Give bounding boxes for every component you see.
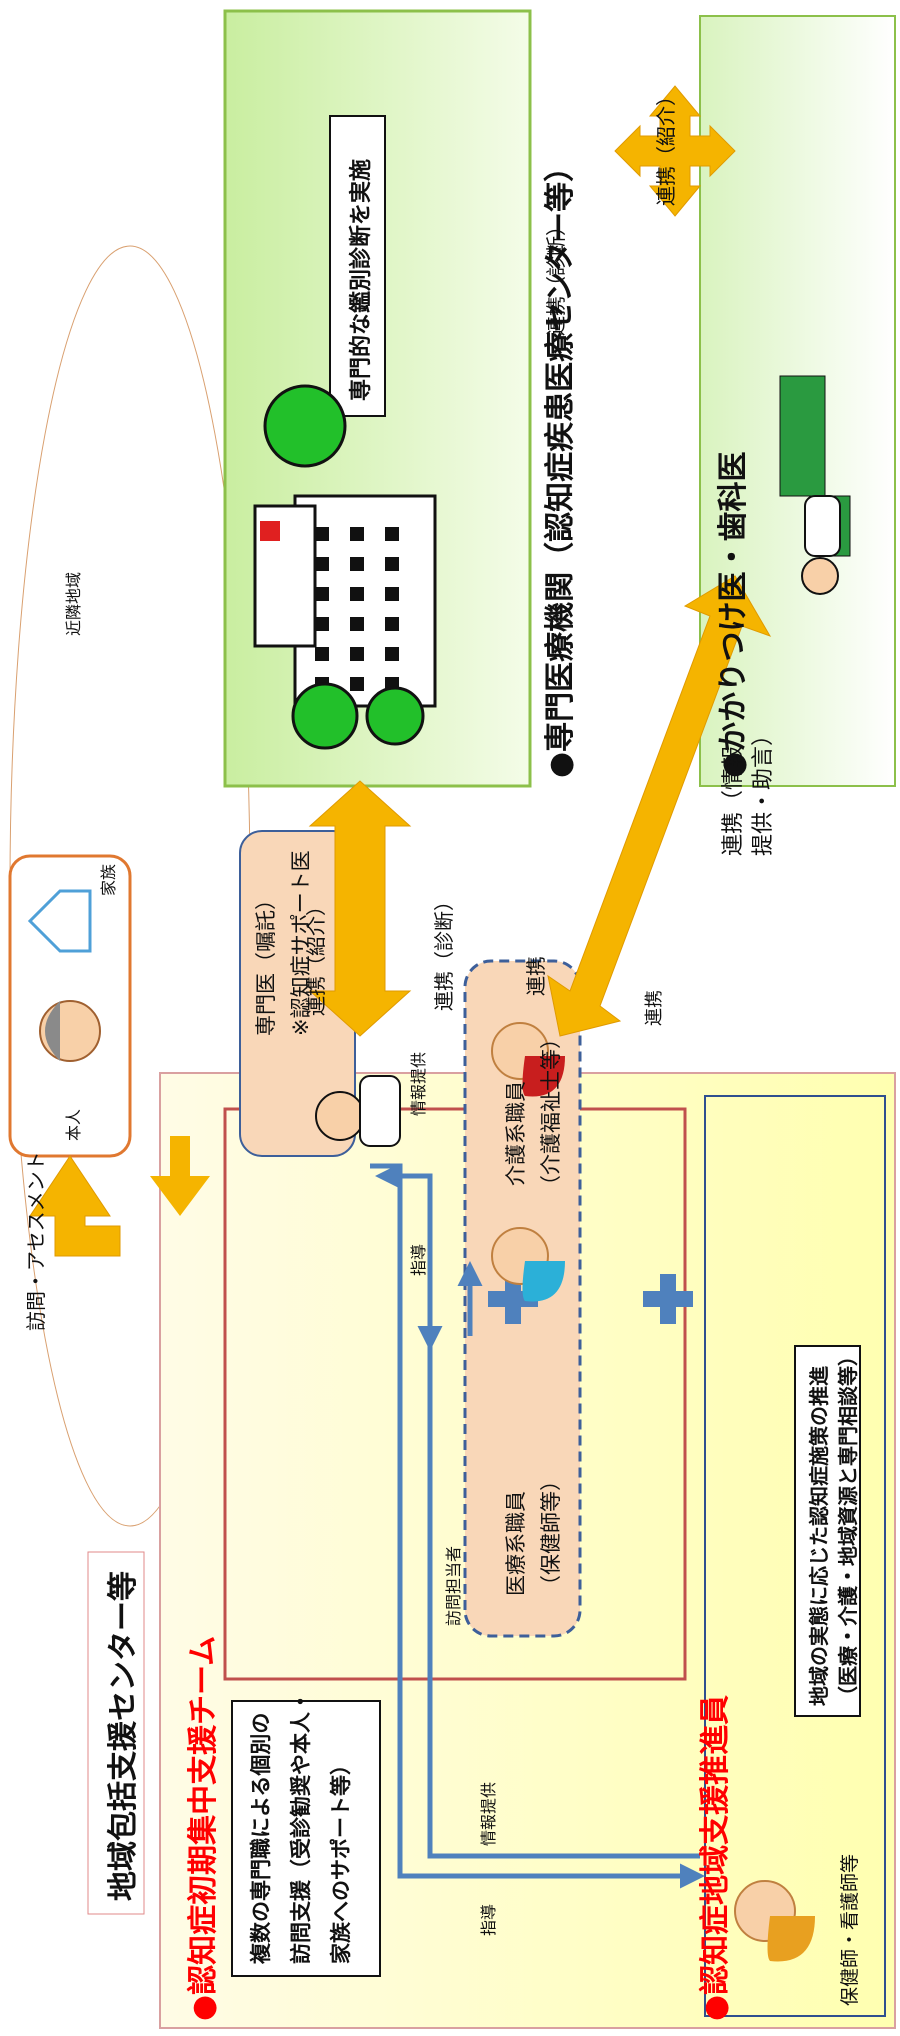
person-label: 本人 <box>64 1108 83 1141</box>
link-info-label-2: 提供・助言） <box>751 723 776 856</box>
team-desc-box <box>231 1700 381 1977</box>
regional-center-title: 地域包括支援センター等 <box>106 1571 141 1901</box>
medical-staff-icon <box>491 1227 565 1302</box>
nearby-area-label: 近隣地域 <box>64 571 83 636</box>
visit-arrow <box>29 1155 121 1257</box>
promoter-info-arrow <box>375 1163 700 1859</box>
promoter-box-line2: （医療・介護・地域資源と専門相談等） <box>836 1346 860 1706</box>
support-team-title: ●認知症初期集中支援チーム <box>186 1635 221 2021</box>
link-between-bottom: 連携（診断） <box>544 216 568 336</box>
specialist-doctor-arrow <box>614 85 736 217</box>
link-label: 連携 <box>524 956 548 996</box>
medical-staff-line1: 医療系職員 <box>504 1491 528 1596</box>
promoter-inner-box <box>794 1345 861 1717</box>
doctor-icon <box>801 495 841 595</box>
house-icon <box>27 889 92 953</box>
promoter-box <box>704 1095 886 2017</box>
team-desc-line3: 家族へのサポート等） <box>329 1754 353 1964</box>
promoter-box-line1: 地域の実態に応じた認知症施策の推進 <box>807 1366 831 1706</box>
visit-assessment-label: 訪問・アセスメント <box>24 1151 48 1331</box>
team-link-label: 連携 <box>644 990 665 1026</box>
promoter-staff-label: 保健師・看護師等 <box>839 1853 861 2006</box>
doctor-line2: ※認知症サポート医 <box>289 850 313 1036</box>
link-diagnosis-label: 連携（診断） <box>432 891 456 1011</box>
doctor-line1: 専門医（嘱託） <box>254 889 278 1036</box>
family-label: 家族 <box>99 863 118 896</box>
care-staff-icon <box>491 1022 565 1097</box>
specialist-inner-box <box>329 115 386 417</box>
tree-icon <box>365 686 425 746</box>
plus-icon <box>643 1274 693 1324</box>
medical-staff-line2: （保健師等） <box>539 1470 563 1596</box>
elderly-person-icon <box>39 1000 101 1062</box>
link-between-top: 連携（紹介） <box>654 86 678 206</box>
specialist-inner-text: 専門的な鑑別診断を実施 <box>349 158 374 401</box>
plus-icon <box>488 1274 538 1324</box>
promoter-title: ●認知症地域支援推進員 <box>698 1694 733 2021</box>
care-staff-line2: （介護福祉士等） <box>539 1028 563 1196</box>
link-info-label-1: 連携（情報 <box>721 745 746 856</box>
team-specialist-arrow <box>308 780 412 1037</box>
visitor-label: 訪問担当者 <box>444 1545 463 1626</box>
guidance-label: 指導 <box>409 1243 428 1276</box>
info-provide-label: 情報提供 <box>409 1051 428 1116</box>
team-doctor-arrow <box>547 575 772 1037</box>
regional-center-label-box <box>87 1551 145 1915</box>
tree-icon <box>263 384 347 468</box>
team-desc-line2: 訪問支援（受診勧奨や本人・ <box>289 1691 313 1964</box>
team-doctor-icon <box>315 1075 401 1147</box>
tree-icon <box>291 682 359 750</box>
visit-arrow-head <box>150 1136 210 1216</box>
support-team-box <box>223 1107 687 1681</box>
care-staff-line1: 介護系職員 <box>504 1081 528 1186</box>
team-desc-line1: 複数の専門職による個別の <box>249 1712 273 1964</box>
hospital-icon <box>253 384 437 750</box>
promoter-guidance-label: 指導 <box>479 1903 498 1936</box>
promoter-info-label: 情報提供 <box>479 1781 498 1846</box>
promoter-staff-icon <box>734 1880 815 1962</box>
